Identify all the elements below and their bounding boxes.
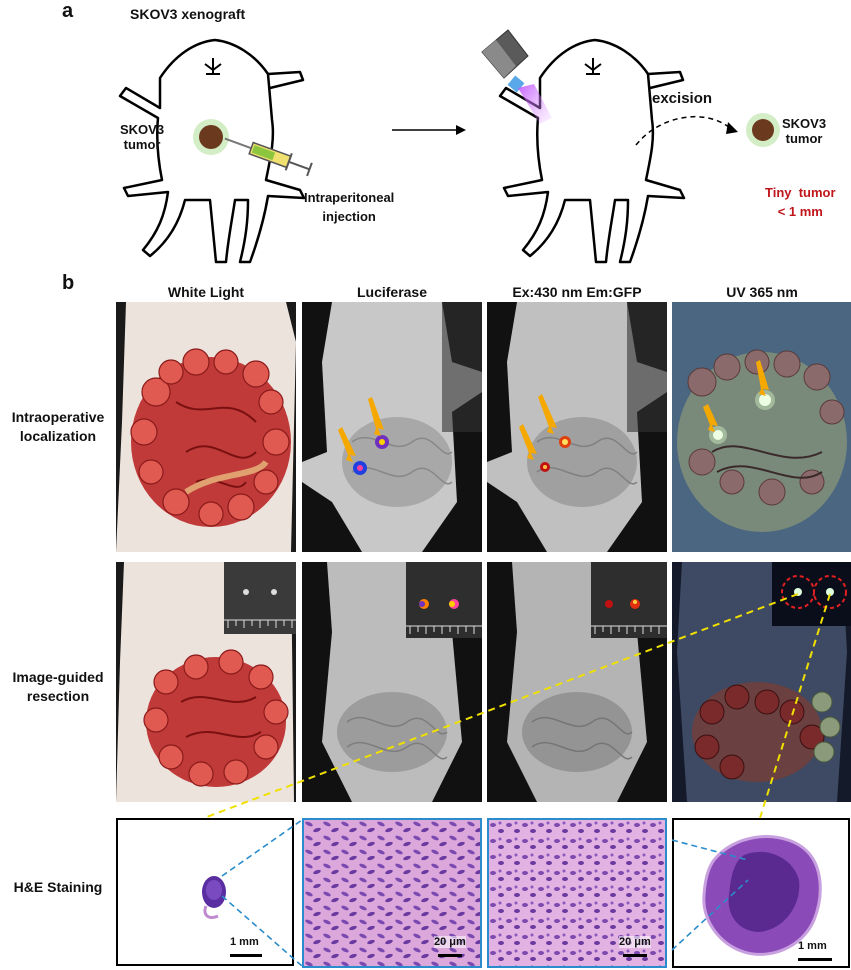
row-label-resection: Image-guided resection xyxy=(12,669,104,704)
excision-arrow xyxy=(635,115,731,146)
tiny-tumor-label: Tiny tumor < 1 mm xyxy=(765,185,836,219)
col-title-luciferase: Luciferase xyxy=(356,284,428,300)
scalebar-line xyxy=(438,954,462,957)
col-title-gfp: Ex:430 nm Em:GFP xyxy=(512,284,642,300)
panel-a-letter: a xyxy=(62,0,74,22)
photo-uv-intraop xyxy=(672,302,851,552)
he-zoom-luciferase: 20 μm xyxy=(302,818,482,968)
he-zoom-gfp: 20 μm xyxy=(487,818,667,968)
scalebar-line xyxy=(623,954,647,957)
uv-lamp-icon xyxy=(481,29,552,124)
photo-luciferase-resection xyxy=(302,562,482,802)
mouse-right-outline xyxy=(498,38,686,264)
he-whole-large: 1 mm xyxy=(672,818,850,968)
scalebar-label: 1 mm xyxy=(230,936,259,948)
photo-luciferase-intraop xyxy=(302,302,482,552)
xenograft-title: SKOV3 xenograft xyxy=(130,6,246,22)
scalebar-line xyxy=(230,954,262,957)
mouse-right-face xyxy=(584,58,602,75)
photo-white-light-intraop xyxy=(116,302,296,552)
scalebar-label: 20 μm xyxy=(619,936,651,948)
photo-gfp-intraop xyxy=(487,302,667,552)
col-title-uv: UV 365 nm xyxy=(726,284,798,300)
row-label-intraoperative: Intraoperative localization xyxy=(11,409,105,444)
he-whole-small: 1 mm xyxy=(116,818,294,966)
panel-b-letter: b xyxy=(62,272,75,294)
photo-white-light-resection xyxy=(116,562,296,802)
scalebar-label: 20 μm xyxy=(434,936,466,948)
tumor-label-right: SKOV3 tumor xyxy=(782,116,827,146)
mouse-left-outline xyxy=(118,38,306,264)
tumor-left xyxy=(199,125,223,149)
syringe-icon xyxy=(224,137,313,177)
tumor-label-left: SKOV3 tumor xyxy=(120,122,165,152)
photo-uv-resection xyxy=(672,562,851,802)
scalebar-line xyxy=(798,958,832,961)
injection-label: Intraperitoneal injection xyxy=(304,190,395,224)
panel-a-illustration xyxy=(118,29,780,264)
mouse-left-face xyxy=(204,58,222,75)
excision-label: excision xyxy=(652,90,713,107)
col-title-white-light: White Light xyxy=(167,284,245,300)
row-label-he: H&E Staining xyxy=(13,879,103,895)
tumor-right xyxy=(752,119,774,141)
scalebar-label: 1 mm xyxy=(798,940,827,952)
photo-gfp-resection xyxy=(487,562,667,802)
